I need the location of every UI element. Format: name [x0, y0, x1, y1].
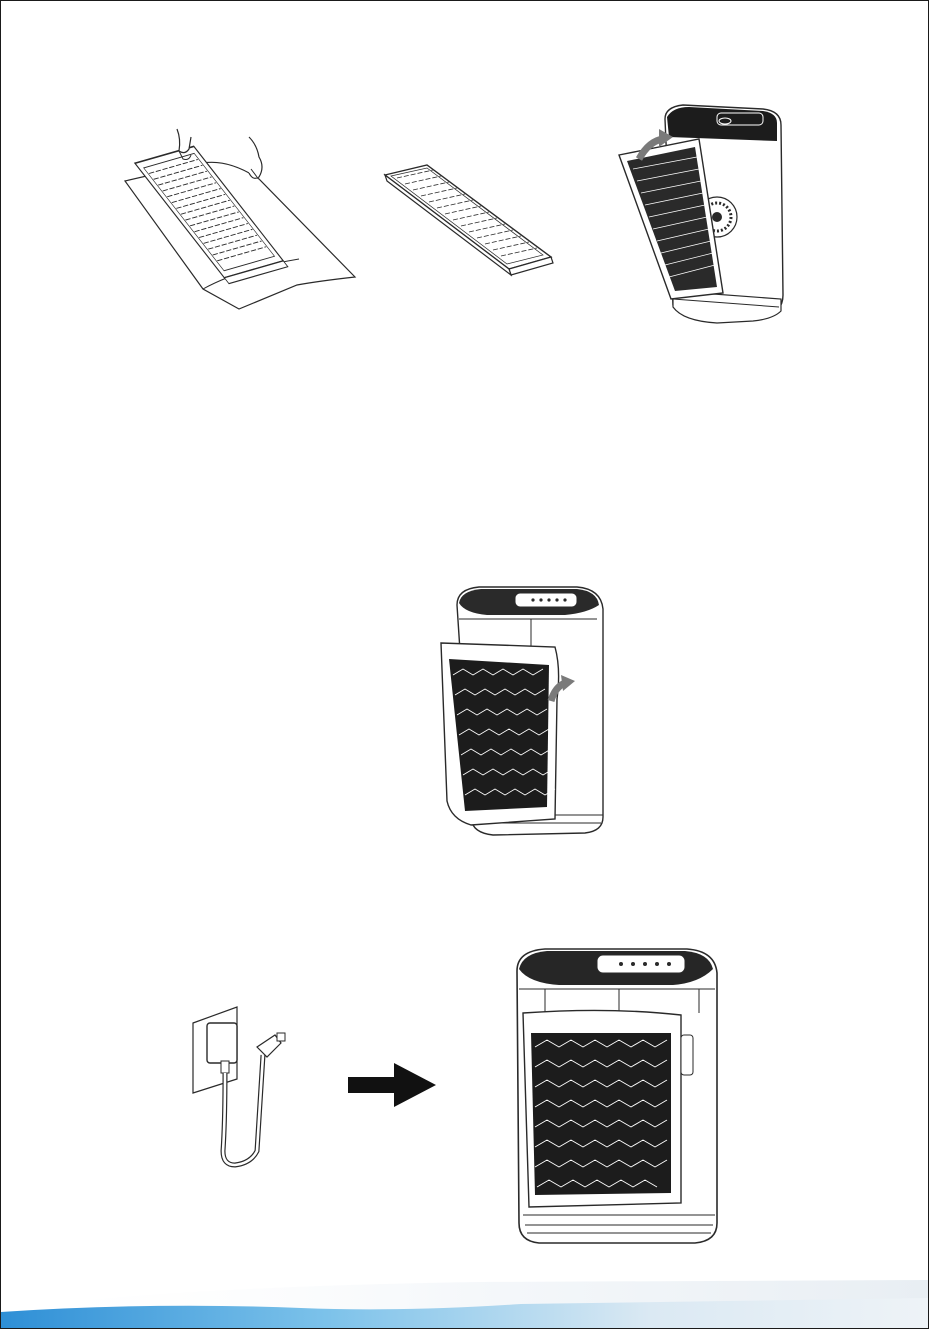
cover-attach-illustration — [437, 579, 613, 841]
filter-insert-illustration — [613, 99, 813, 327]
right-arrow-icon — [348, 1063, 436, 1107]
filter-unwrapped-illustration — [379, 161, 569, 281]
footer-decorative-band — [1, 1268, 929, 1328]
purifier-assembled-illustration — [509, 943, 723, 1253]
power-adapter-illustration — [187, 1001, 287, 1171]
filter-unwrap-illustration — [119, 119, 364, 314]
